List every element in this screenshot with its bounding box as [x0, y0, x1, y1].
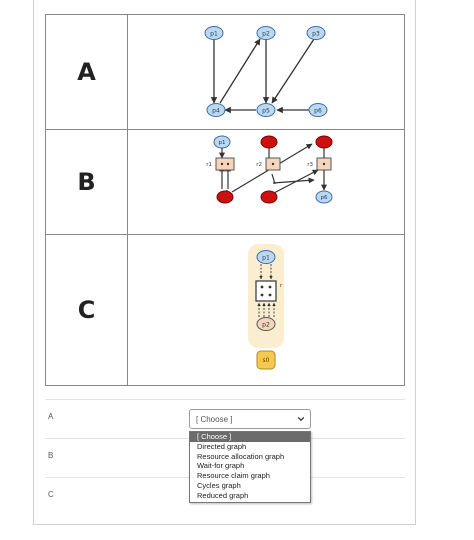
resource-r3: r3 [307, 157, 332, 171]
svg-text:r3: r3 [307, 162, 313, 168]
resource-r1: r1 [206, 157, 235, 171]
question-label: C [48, 490, 54, 499]
node-p1: p1 [204, 26, 224, 40]
figure-row-label: B [46, 130, 128, 234]
question-label: B [48, 451, 54, 460]
svg-text:s0: s0 [263, 357, 270, 364]
graph-figure-table: A p1 p2 p3 [45, 14, 405, 386]
dropdown-option[interactable]: Reduced graph [197, 490, 249, 500]
svg-text:p2: p2 [262, 322, 270, 329]
node-p5: p5 [256, 103, 276, 117]
chevron-down-icon [297, 416, 305, 422]
svg-text:p4: p4 [212, 108, 220, 115]
figure-row-a: A p1 p2 p3 [46, 15, 404, 130]
dropdown-option[interactable]: Cycles graph [197, 480, 241, 490]
process-red-node [260, 190, 278, 204]
node-p4: p4 [206, 103, 226, 117]
node-p6: p6 [308, 103, 328, 117]
node-p2: p2 [256, 26, 276, 40]
dropdown-option[interactable]: Resource allocation graph [197, 451, 285, 461]
svg-text:p6: p6 [321, 195, 328, 201]
svg-text:p1: p1 [219, 140, 226, 146]
dropdown-option[interactable]: [ Choose ] [190, 432, 310, 442]
svg-text:r2: r2 [256, 162, 262, 168]
figure-row-label: A [46, 15, 128, 129]
figure-row-b: B p1 [46, 130, 404, 235]
resource-allocation-graph-b: p1 r1 r2 r3 [206, 135, 333, 204]
svg-text:p1: p1 [210, 31, 218, 38]
resource-r: r [255, 280, 283, 302]
resource-r2: r2 [256, 157, 281, 171]
node-p1: p1 [256, 250, 276, 264]
svg-text:r1: r1 [206, 162, 212, 168]
node-p3: p3 [306, 26, 326, 40]
directed-graph-a: p1 p2 p3 p4 p5 p6 [204, 26, 328, 117]
node-p1: p1 [213, 135, 231, 149]
question-row-a: A [45, 399, 405, 436]
process-red-node [216, 190, 234, 204]
answer-dropdown-list: [ Choose ] Directed graph Resource alloc… [189, 431, 311, 503]
figure-row-label: C [46, 235, 128, 385]
dropdown-option[interactable]: Wait-for graph [197, 461, 245, 471]
graph-c: p1 r p2 s0 [248, 244, 284, 370]
node-p6: p6 [315, 190, 333, 204]
dropdown-option[interactable]: Directed graph [197, 441, 247, 451]
select-value: [ Choose ] [196, 415, 233, 424]
svg-text:p2: p2 [262, 31, 270, 38]
figure-row-c: C p1 r [46, 235, 404, 385]
node-s0: s0 [256, 350, 276, 370]
svg-text:p5: p5 [262, 108, 270, 115]
answer-select-a[interactable]: [ Choose ] [189, 409, 311, 429]
dropdown-option[interactable]: Resource claim graph [197, 471, 270, 481]
process-red-node [315, 135, 333, 149]
node-p2: p2 [256, 317, 276, 331]
svg-text:p1: p1 [262, 255, 270, 262]
svg-text:p6: p6 [314, 108, 322, 115]
svg-text:p3: p3 [312, 31, 320, 38]
svg-text:r: r [280, 283, 283, 289]
question-label: A [48, 412, 54, 421]
process-red-node [260, 135, 278, 149]
